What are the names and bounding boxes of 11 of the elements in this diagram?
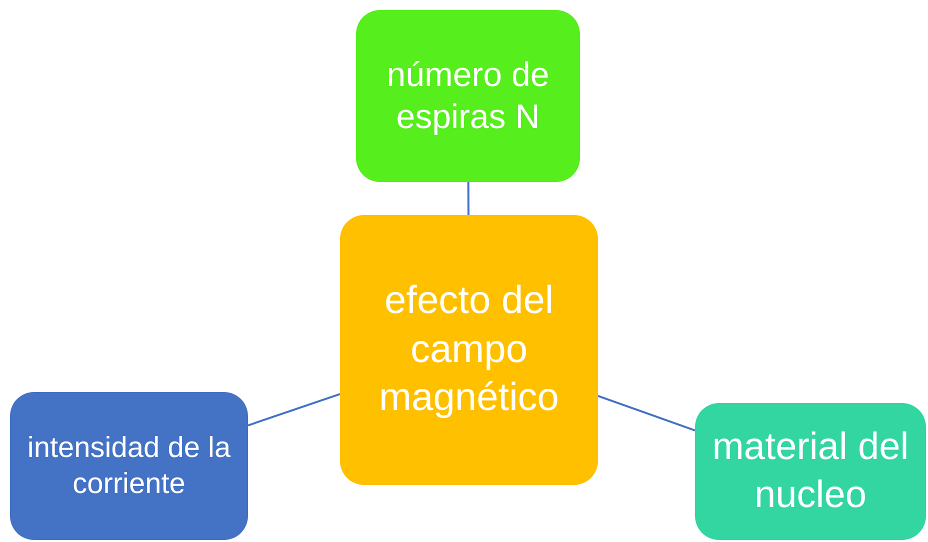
node-label: material del nucleo — [711, 425, 910, 518]
rounded-box — [340, 215, 598, 485]
rounded-box — [695, 403, 926, 540]
connector-line — [248, 393, 340, 426]
rounded-box — [10, 392, 248, 540]
connector-line — [467, 182, 470, 215]
node-label: efecto del campo magnético — [378, 278, 560, 422]
rounded-box — [356, 10, 580, 182]
connector-line — [598, 394, 696, 432]
node-label: número de espiras N — [386, 54, 550, 138]
node-label: intensidad de la corriente — [26, 430, 232, 502]
